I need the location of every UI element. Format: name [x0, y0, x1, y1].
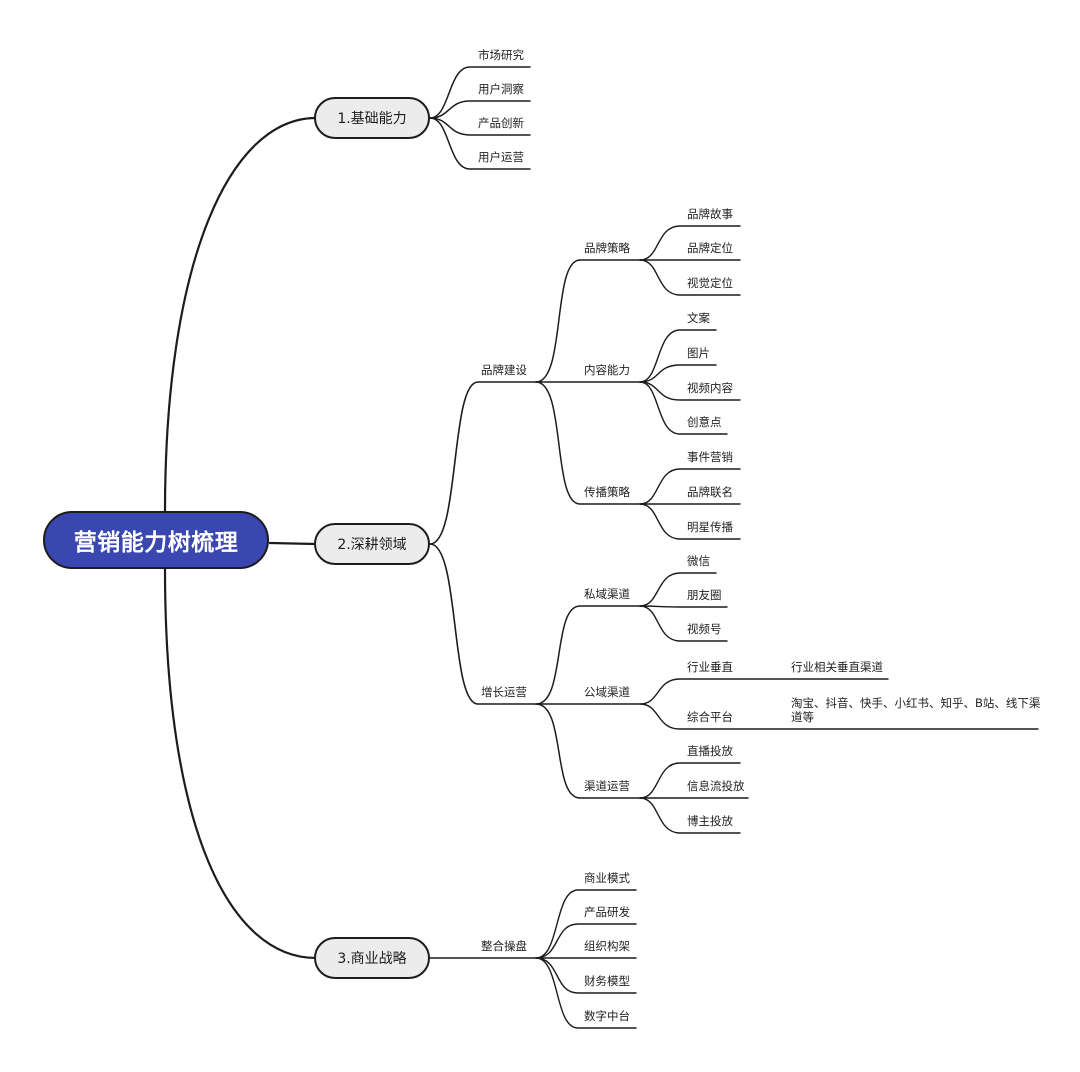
connector-deep-brand [429, 381, 537, 545]
connector-basic-leaves-3 [429, 117, 531, 136]
branch-label: 2.深耕领域 [337, 537, 407, 553]
leaf-business-model[interactable]: 商业模式 [584, 871, 630, 885]
leaf-brand-positioning[interactable]: 品牌定位 [687, 241, 733, 255]
node-content-ability[interactable]: 内容能力 [584, 363, 630, 377]
branch-basic-ability[interactable]: 1.基础能力 [314, 97, 430, 139]
leaf-brand-collab[interactable]: 品牌联名 [687, 485, 733, 499]
leaf-org-structure[interactable]: 组织构架 [584, 939, 630, 953]
leaf-market-research[interactable]: 市场研究 [478, 48, 524, 62]
node-channel-operation[interactable]: 渠道运营 [584, 779, 630, 793]
leaf-video-content[interactable]: 视频内容 [687, 381, 733, 395]
node-integrated-operation[interactable]: 整合操盘 [481, 939, 527, 953]
connector-basic-leaves-1 [429, 66, 531, 119]
branch-label: 3.商业战略 [337, 951, 407, 967]
leaf-user-operation[interactable]: 用户运营 [478, 150, 524, 164]
leaf-user-insight[interactable]: 用户洞察 [478, 82, 524, 96]
connector-basic-leaves-4 [429, 117, 531, 170]
leaf-celebrity-spread[interactable]: 明星传播 [687, 520, 733, 534]
connector-brand-strategy [535, 259, 641, 383]
connector-basic-leaves-2 [429, 100, 531, 119]
connector-root-basic [163, 116, 318, 514]
leaf-video-account[interactable]: 视频号 [687, 622, 722, 636]
branch-deep-field[interactable]: 2.深耕领域 [314, 523, 430, 565]
leaf-brand-story[interactable]: 品牌故事 [687, 207, 733, 221]
leaf-creative-points[interactable]: 创意点 [687, 415, 722, 429]
leaf-blogger-ads[interactable]: 博主投放 [687, 814, 733, 828]
branch-label: 1.基础能力 [337, 111, 407, 127]
node-private-channel[interactable]: 私域渠道 [584, 587, 630, 601]
root-label: 营销能力树梳理 [73, 530, 239, 556]
leaf-industry-vertical[interactable]: 行业垂直 [687, 660, 733, 674]
leaf-product-innovation[interactable]: 产品创新 [478, 116, 524, 130]
leaf-comprehensive-platform[interactable]: 综合平台 [687, 710, 733, 724]
leaf-copywriting[interactable]: 文案 [687, 311, 710, 325]
node-public-channel[interactable]: 公域渠道 [584, 685, 630, 699]
leaf-feed-ads[interactable]: 信息流投放 [687, 779, 745, 793]
connector-root-deep [268, 541, 318, 546]
leaf-moments[interactable]: 朋友圈 [687, 588, 722, 602]
leaf-product-rd[interactable]: 产品研发 [584, 905, 630, 919]
connector-brand-spread [535, 381, 641, 505]
root-node[interactable]: 营销能力树梳理 [43, 511, 269, 569]
leaf-images[interactable]: 图片 [687, 346, 710, 360]
node-brand-building[interactable]: 品牌建设 [481, 363, 527, 377]
leaf-visual-positioning[interactable]: 视觉定位 [687, 276, 733, 290]
node-brand-strategy[interactable]: 品牌策略 [584, 241, 630, 255]
note-industry-vertical: 行业相关垂直渠道 [791, 660, 883, 674]
connector-root-business [163, 567, 318, 960]
leaf-digital-platform[interactable]: 数字中台 [584, 1009, 630, 1023]
leaf-live-ads[interactable]: 直播投放 [687, 744, 733, 758]
leaf-wechat[interactable]: 微信 [687, 554, 710, 568]
node-spread-strategy[interactable]: 传播策略 [584, 485, 630, 499]
branch-business-strategy[interactable]: 3.商业战略 [314, 937, 430, 979]
connector-deep-growth [429, 543, 537, 705]
node-growth-operation[interactable]: 增长运营 [481, 685, 527, 699]
note-comprehensive-platform: 淘宝、抖音、快手、小红书、知乎、B站、线下渠道等 [791, 696, 1041, 724]
leaf-event-marketing[interactable]: 事件营销 [687, 450, 733, 464]
leaf-financial-model[interactable]: 财务模型 [584, 974, 630, 988]
